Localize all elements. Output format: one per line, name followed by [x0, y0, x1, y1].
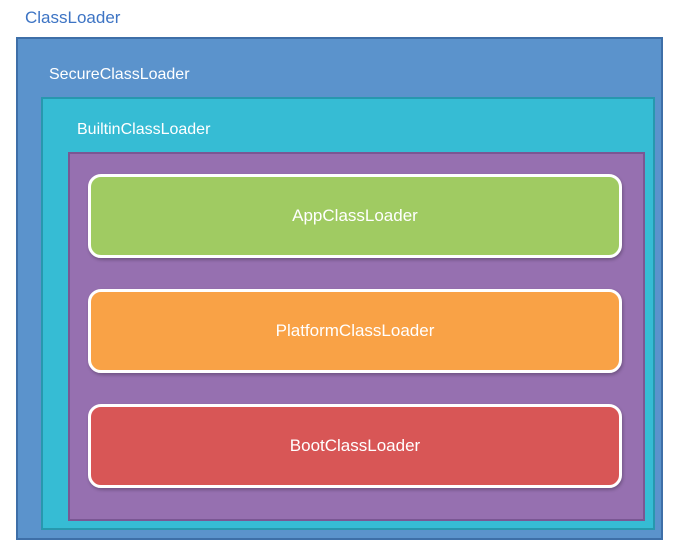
platform-classloader-label: PlatformClassLoader: [275, 321, 435, 340]
app-classloader-label: AppClassLoader: [292, 206, 418, 225]
platform-classloader-box: PlatformClassLoader: [88, 289, 622, 373]
secure-classloader-label: SecureClassLoader: [49, 66, 190, 83]
app-classloader-box: AppClassLoader: [88, 174, 622, 258]
boot-classloader-label: BootClassLoader: [289, 436, 421, 455]
classloader-label: ClassLoader: [25, 8, 121, 27]
builtin-classloader-label: BuiltinClassLoader: [77, 121, 211, 138]
boot-classloader-box: BootClassLoader: [88, 404, 622, 488]
